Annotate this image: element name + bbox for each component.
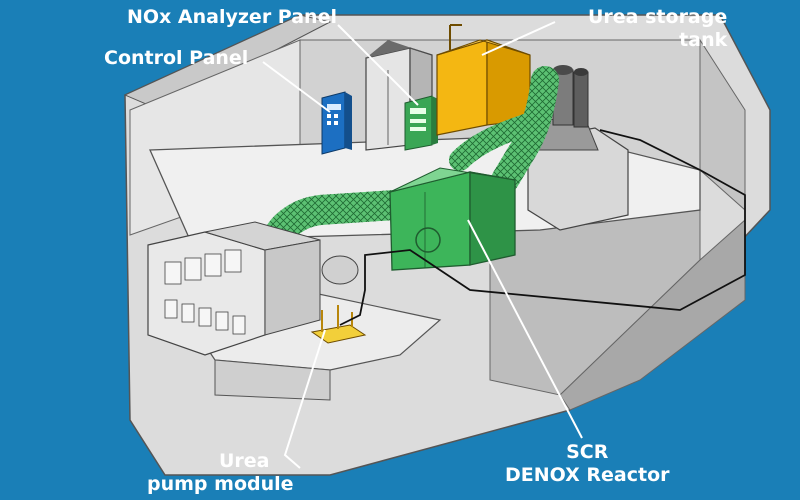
label-urea-storage-tank: Urea storage tank bbox=[588, 6, 727, 52]
label-nox-analyzer-panel-text: NOx Analyzer Panel bbox=[127, 6, 337, 28]
engine-cylinders bbox=[164, 249, 246, 335]
label-scr-line-1: SCR bbox=[566, 441, 609, 463]
label-control-panel-text: Control Panel bbox=[104, 47, 249, 69]
label-urea-pump-module: Urea pump module bbox=[147, 450, 294, 496]
leader-line-control bbox=[262, 61, 331, 113]
urea-dosing-line bbox=[339, 129, 746, 326]
leader-line-pump bbox=[283, 329, 326, 469]
leader-line-nox bbox=[337, 24, 419, 106]
urea-tank bbox=[436, 24, 531, 136]
scr-reactor bbox=[389, 167, 516, 271]
leader-line-tank bbox=[481, 21, 556, 56]
label-control-panel: Control Panel bbox=[104, 47, 248, 70]
nox-analyzer-unit bbox=[404, 95, 438, 151]
leader-lines bbox=[262, 21, 583, 469]
label-scr-line-2: DENOX Reactor bbox=[505, 464, 670, 486]
label-nox-analyzer-panel: NOx Analyzer Panel bbox=[127, 6, 337, 29]
leader-line-scr bbox=[467, 219, 583, 439]
label-urea-pump-line-2: pump module bbox=[147, 473, 294, 495]
control-panel-unit bbox=[321, 91, 352, 155]
label-urea-storage-line-2: tank bbox=[679, 29, 728, 51]
label-urea-pump-line-1: Urea bbox=[219, 450, 270, 472]
label-urea-storage-line-1: Urea storage bbox=[588, 6, 728, 28]
exhaust-funnel bbox=[527, 65, 629, 231]
label-scr-denox-reactor: SCR DENOX Reactor bbox=[505, 441, 670, 487]
engine-block bbox=[147, 221, 359, 356]
